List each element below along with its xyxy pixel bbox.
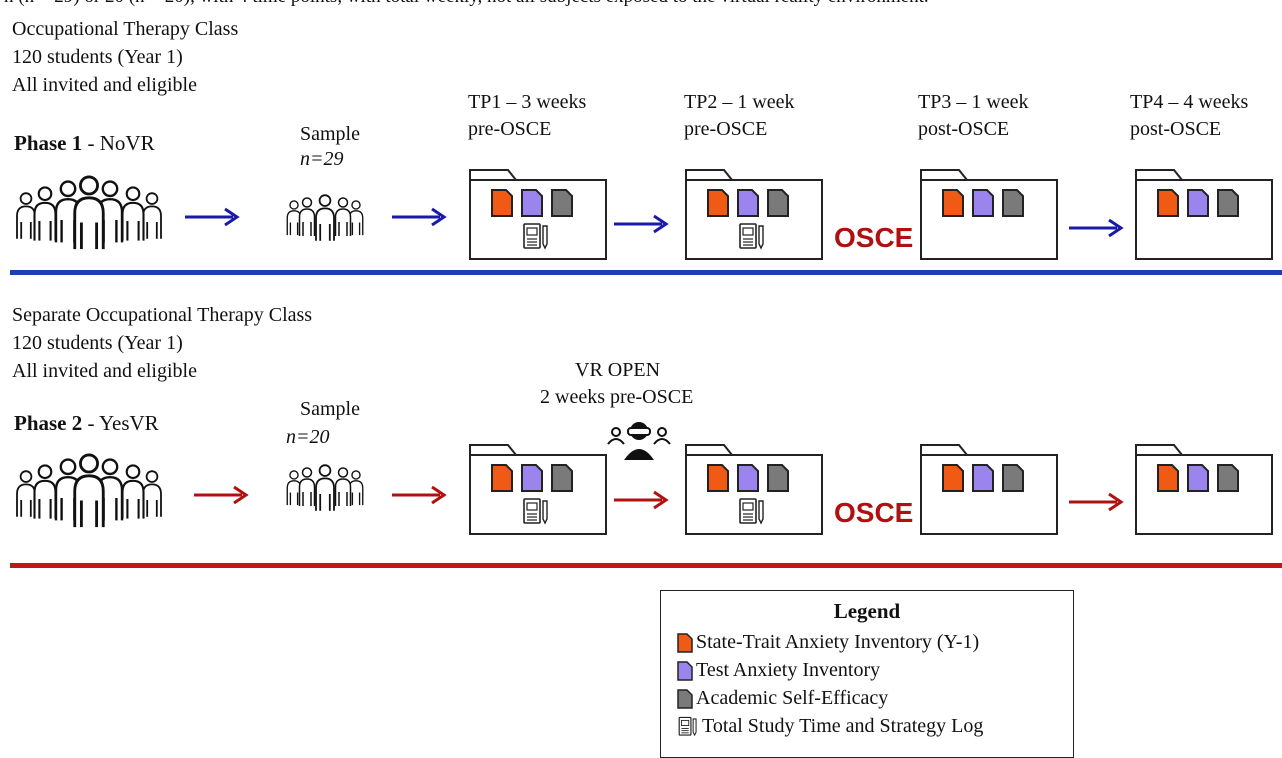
phase2-class-line-2: 120 students (Year 1) xyxy=(12,332,183,354)
phase2-divider xyxy=(10,563,1282,568)
legend-title: Legend xyxy=(833,599,901,623)
tp3-label-line2: post-OSCE xyxy=(918,118,1010,140)
tp1-label-line2: pre-OSCE xyxy=(468,118,552,140)
phase2-class-line-3: All invited and eligible xyxy=(12,360,197,382)
header-clipped-text: n (n = 29) or 20 (n = 20), with 4 time p… xyxy=(4,0,929,9)
tp2-folder xyxy=(683,437,825,537)
tp3-folder xyxy=(918,437,1060,537)
tp4-label-line2: post-OSCE xyxy=(1130,118,1222,140)
phase2-sample-n: n=20 xyxy=(286,426,330,448)
sample-people-icon xyxy=(285,460,365,516)
legend-item-ase: Academic Self-Efficacy xyxy=(677,687,888,710)
tp2-label-line1: TP2 – 1 week xyxy=(684,91,795,113)
osce-label: OSCE xyxy=(834,497,914,528)
phase1-sample-n: n=29 xyxy=(300,148,344,170)
right-arrow-icon xyxy=(192,483,252,507)
phase2-sample-label: Sample xyxy=(300,398,360,420)
tp1-label-line1: TP1 – 3 weeks xyxy=(468,91,587,113)
right-arrow-icon xyxy=(612,488,672,512)
study-log-icon xyxy=(677,716,699,738)
tp2-folder xyxy=(683,162,825,262)
vr-open-timing: 2 weeks pre-OSCE xyxy=(540,386,694,408)
tp4-label-line1: TP4 – 4 weeks xyxy=(1130,91,1249,113)
tp3-label-line1: TP3 – 1 week xyxy=(918,91,1029,113)
tp4-folder xyxy=(1133,162,1275,262)
tp1-folder xyxy=(467,162,609,262)
phase1-class-line-2: 120 students (Year 1) xyxy=(12,46,183,68)
sample-people-icon xyxy=(285,190,365,246)
right-arrow-icon xyxy=(1067,216,1127,240)
right-arrow-icon xyxy=(1067,490,1127,514)
tp4-folder xyxy=(1133,437,1275,537)
orange-document-icon xyxy=(677,632,693,653)
phase1-label: Phase 1 - NoVR xyxy=(14,131,155,155)
legend-item-tai: Test Anxiety Inventory xyxy=(677,659,880,682)
tp3-folder xyxy=(918,162,1060,262)
tp2-label-line2: pre-OSCE xyxy=(684,118,768,140)
vr-headset-users-icon xyxy=(607,422,671,460)
phase1-sample-label: Sample xyxy=(300,123,360,145)
phase2-class-line-1: Separate Occupational Therapy Class xyxy=(12,304,313,326)
legend-item-study-log: Total Study Time and Strategy Log xyxy=(677,715,983,738)
right-arrow-icon xyxy=(612,212,672,236)
group-people-icon xyxy=(14,172,164,254)
osce-label: OSCE xyxy=(834,222,914,253)
right-arrow-icon xyxy=(390,483,450,507)
phase2-label: Phase 2 - YesVR xyxy=(14,411,159,435)
legend-box: Legend State-Trait Anxiety Inventory (Y-… xyxy=(660,590,1074,758)
phase1-class-line-3: All invited and eligible xyxy=(12,74,197,96)
phase1-divider xyxy=(10,270,1282,275)
group-people-icon xyxy=(14,450,164,532)
vr-open-label: VR OPEN xyxy=(575,359,661,381)
right-arrow-icon xyxy=(390,205,450,229)
phase1-class-line-1: Occupational Therapy Class xyxy=(12,18,239,40)
tp1-folder xyxy=(467,437,609,537)
right-arrow-icon xyxy=(178,205,248,229)
purple-document-icon xyxy=(677,660,693,681)
legend-item-stai: State-Trait Anxiety Inventory (Y-1) xyxy=(677,631,979,654)
gray-document-icon xyxy=(677,688,693,709)
